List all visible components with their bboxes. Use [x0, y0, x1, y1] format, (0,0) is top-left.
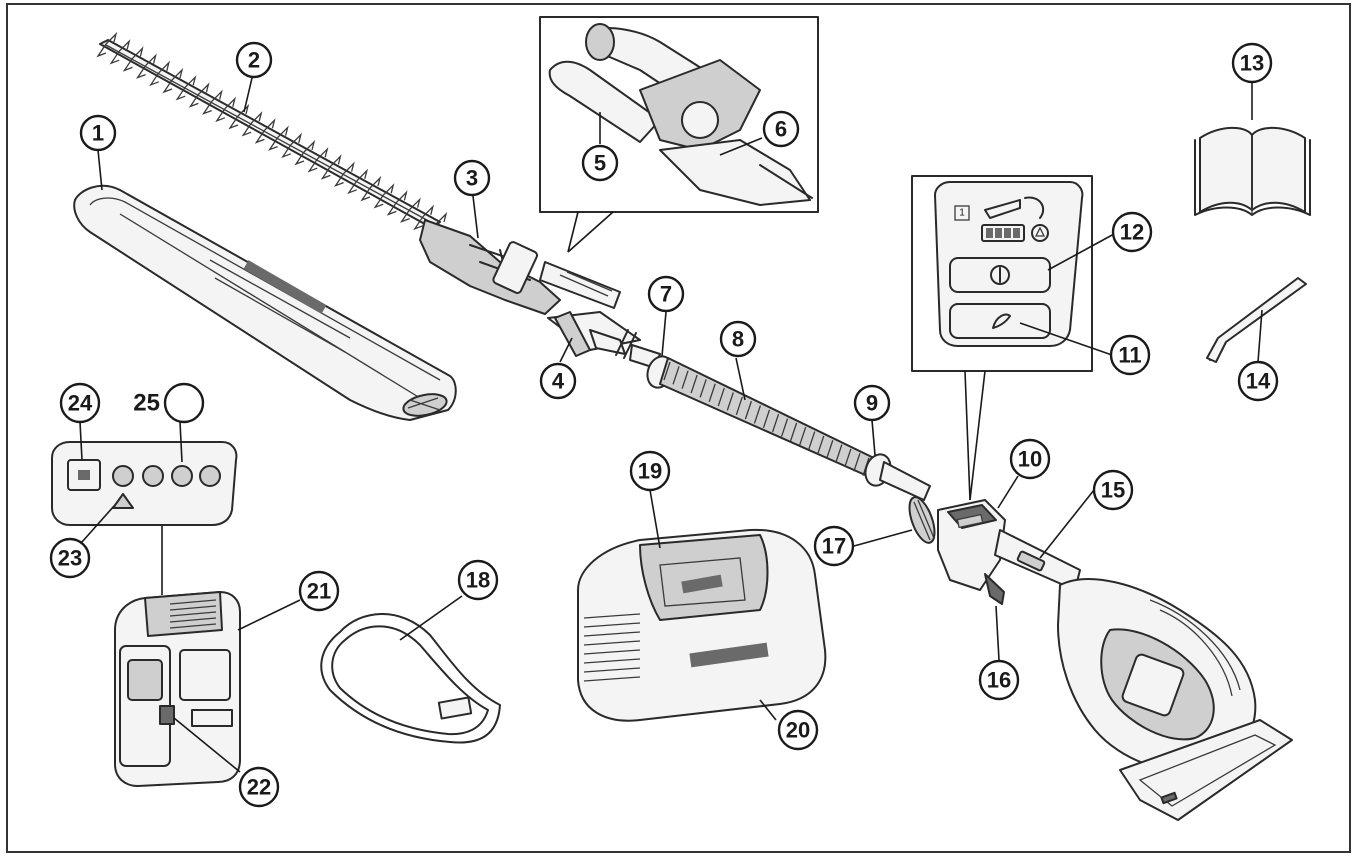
callout-8-label: 8: [732, 327, 744, 352]
callout-14-label: 14: [1246, 369, 1271, 394]
operator-manual: [1195, 128, 1310, 215]
callout-5: 5: [583, 146, 617, 180]
callout-20-label: 20: [786, 718, 810, 743]
callout-20: 20: [779, 711, 817, 749]
callout-25: 25: [133, 384, 203, 422]
callout-6: 6: [764, 112, 798, 146]
callout-25-empty-circle: [165, 384, 203, 422]
callout-19-label: 19: [638, 459, 662, 484]
callout-22-label: 22: [247, 775, 271, 800]
callout-24-label: 24: [68, 391, 93, 416]
callout-16: 16: [980, 661, 1018, 699]
callout-6-label: 6: [775, 117, 787, 142]
callout-11: 11: [1111, 336, 1149, 374]
callout-23-label: 23: [58, 546, 82, 571]
callout-13: 13: [1233, 44, 1271, 82]
callout-17: 17: [815, 527, 853, 565]
callout-21: 21: [300, 572, 338, 610]
callout-3: 3: [455, 161, 489, 195]
rotation-collar: [904, 494, 939, 546]
callout-18-label: 18: [466, 568, 490, 593]
svg-text:1: 1: [959, 208, 965, 219]
lower-shaft: [548, 312, 660, 368]
callout-2: 2: [237, 43, 271, 77]
callout-24: 24: [61, 384, 99, 422]
callout-4: 4: [541, 364, 575, 398]
callout-14: 14: [1239, 362, 1277, 400]
callout-22: 22: [240, 768, 278, 806]
battery-charger: [578, 530, 825, 721]
gear-head: [420, 220, 620, 314]
blade-guard: [74, 186, 456, 420]
callout-5-label: 5: [594, 151, 606, 176]
callout-23: 23: [51, 539, 89, 577]
callout-4-label: 4: [552, 369, 565, 394]
callout-17-label: 17: [822, 534, 846, 559]
callout-25-label: 25: [133, 390, 160, 417]
telescopic-shaft: [643, 353, 930, 500]
callout-2-label: 2: [248, 48, 260, 73]
callout-7-label: 7: [660, 282, 672, 307]
callout-15: 15: [1094, 471, 1132, 509]
callout-7: 7: [649, 277, 683, 311]
callout-18: 18: [459, 561, 497, 599]
callout-8: 8: [721, 322, 755, 356]
battery-pack: [115, 525, 240, 786]
callout-12-label: 12: [1120, 220, 1144, 245]
callout-9: 9: [855, 386, 889, 420]
battery-indicator-panel: [52, 442, 236, 525]
callout-12: 12: [1113, 213, 1151, 251]
callout-21-label: 21: [307, 579, 331, 604]
callout-3-label: 3: [466, 166, 478, 191]
hedge-trimmer-blade: [98, 34, 446, 236]
callout-1: 1: [81, 116, 115, 150]
callout-13-label: 13: [1240, 51, 1264, 76]
callout-19: 19: [631, 452, 669, 490]
callout-1-label: 1: [92, 121, 104, 146]
callout-11-label: 11: [1118, 343, 1141, 368]
callout-15-label: 15: [1101, 478, 1125, 503]
rear-handle: [938, 500, 1292, 820]
callout-10: 10: [1011, 440, 1049, 478]
callout-10-label: 10: [1018, 447, 1042, 472]
callout-16-label: 16: [987, 668, 1011, 693]
callout-9-label: 9: [866, 391, 878, 416]
hex-key: [1207, 278, 1306, 362]
